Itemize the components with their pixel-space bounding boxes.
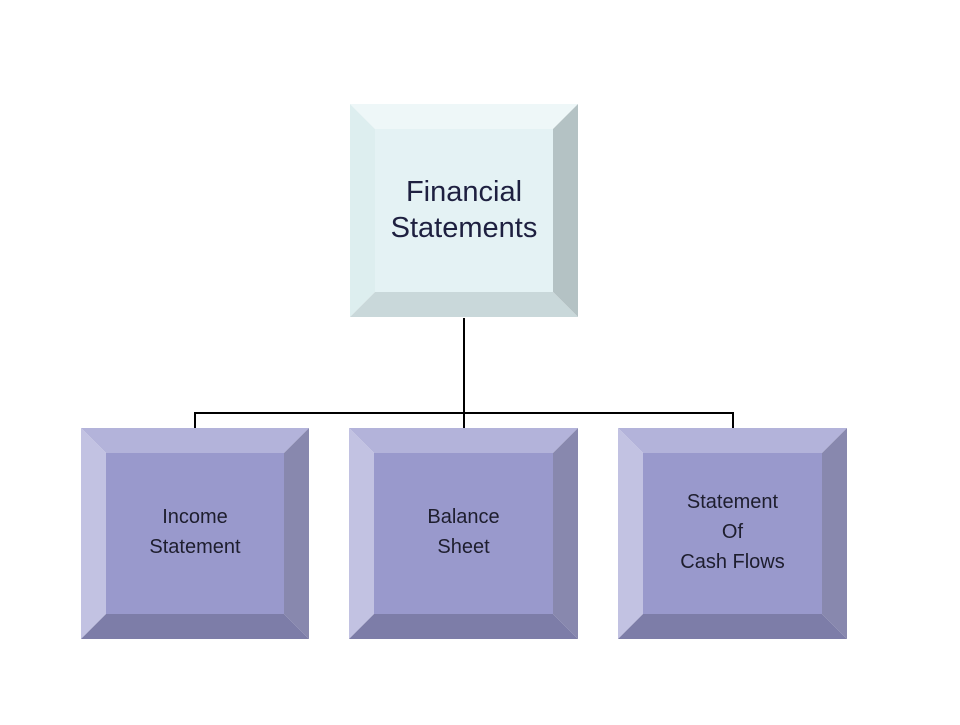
child-box-statement-of-cash-flows-bevel-bottom bbox=[618, 614, 847, 639]
diagram-boxes bbox=[81, 104, 847, 639]
child-box-income-statement-bevel-right bbox=[284, 428, 309, 639]
connector-lines bbox=[194, 318, 734, 428]
root-box-label: Financial Statements bbox=[390, 176, 538, 244]
child-box-income-statement-face bbox=[106, 453, 284, 614]
child-box-balance-sheet-bevel-bottom bbox=[349, 614, 578, 639]
child-box-income-statement-bevel-top bbox=[81, 428, 309, 453]
child-box-label-balance-sheet: Balance Sheet bbox=[427, 506, 500, 558]
child-box-statement-of-cash-flows-face bbox=[643, 453, 822, 614]
child-box-statement-of-cash-flows-bevel-left bbox=[618, 428, 643, 639]
child-box-balance-sheet-bevel-top bbox=[349, 428, 578, 453]
root-box-bevel-left bbox=[350, 104, 375, 317]
root-box-bevel-right bbox=[553, 104, 578, 317]
child-box-label-income-statement: Income Statement bbox=[149, 506, 241, 558]
child-box-income-statement-bevel-bottom bbox=[81, 614, 309, 639]
child-box-balance-sheet-bevel-right bbox=[553, 428, 578, 639]
child-box-balance-sheet-bevel-left bbox=[349, 428, 374, 639]
child-box-income-statement-bevel-left bbox=[81, 428, 106, 639]
child-box-statement-of-cash-flows-bevel-top bbox=[618, 428, 847, 453]
child-box-label-statement-of-cash-flows: Statement Of Cash Flows bbox=[680, 491, 785, 573]
child-box-balance-sheet-face bbox=[374, 453, 553, 614]
root-box-face bbox=[375, 129, 553, 292]
root-box-bevel-bottom bbox=[350, 292, 578, 317]
child-box-statement-of-cash-flows-bevel-right bbox=[822, 428, 847, 639]
root-box-bevel-top bbox=[350, 104, 578, 129]
